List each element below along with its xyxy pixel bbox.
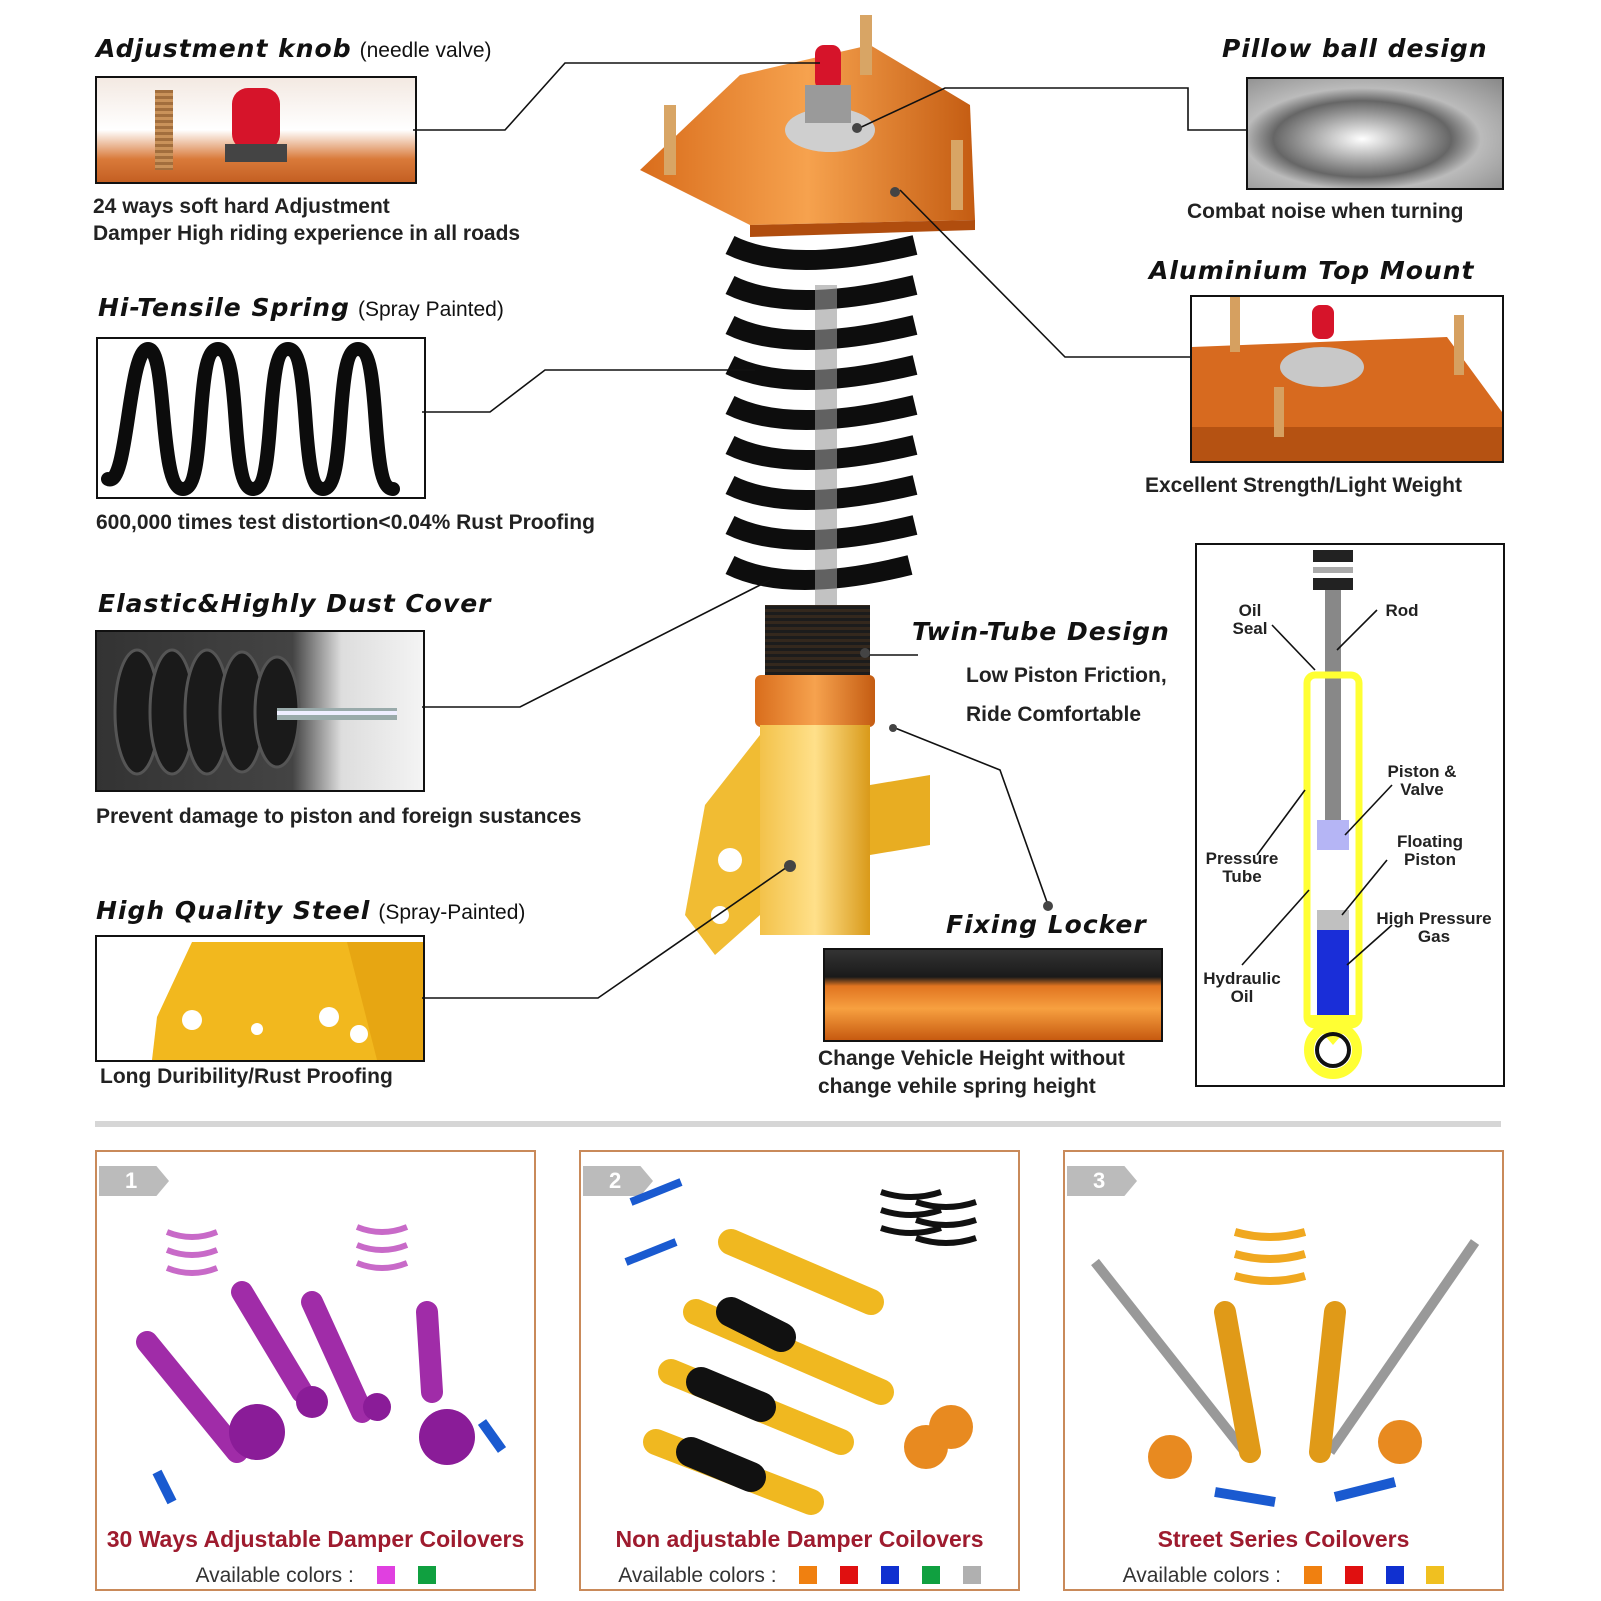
color-swatch-orange[interactable] [799,1566,818,1584]
twin-tube-title: Twin-Tube Design [912,617,1170,646]
available-colors: Available colors : [1065,1564,1502,1588]
steel-bracket-icon [152,942,423,1060]
fixing-locker-caption-2: change vehile spring height [818,1075,1096,1098]
top-mount-caption: Excellent Strength/Light Weight [1145,474,1462,497]
fixing-locker-photo [823,948,1163,1042]
oil-seal-label: Oil Seal [1232,601,1268,638]
available-colors: Available colors : [581,1564,1018,1588]
color-swatch-red[interactable] [1344,1566,1363,1584]
spring-title: Hi-Tensile Spring(Spray Painted) [98,293,504,322]
pillow-ball-photo [1246,77,1504,190]
top-mount-photo [1190,295,1504,463]
rod-label: Rod [1385,601,1419,620]
twin-tube-diagram: Oil Seal Rod Piston & Valve Pressure Tub… [1195,543,1505,1087]
product-card-1[interactable]: 1 30 Ways Adjustable Damper Coilovers Av… [95,1150,536,1591]
adjustment-knob-caption-1: 24 ways soft hard Adjustment [93,195,390,218]
color-swatch-green[interactable] [417,1566,436,1584]
dust-cover-photo [95,630,425,792]
fixing-locker-caption-1: Change Vehicle Height without [818,1047,1125,1070]
top-mount-title: Aluminium Top Mount [1149,256,1475,285]
product-title: 30 Ways Adjustable Damper Coilovers [106,1526,525,1552]
color-swatch-gray[interactable] [962,1566,981,1584]
coilover-illustration [640,15,975,955]
dust-cover-title: Elastic&Highly Dust Cover [98,589,492,618]
coil-spring-icon [101,341,400,497]
color-swatch-orange[interactable] [1303,1566,1322,1584]
product-title: Non adjustable Damper Coilovers [615,1526,984,1552]
hydraulic-oil-label: Hydraulic Oil [1203,969,1281,1006]
section-divider [95,1121,1501,1127]
floating-piston-label: Floating Piston [1396,832,1464,869]
product-card-2[interactable]: 2 Non adjustable Damper Coilovers Availa… [579,1150,1020,1591]
pressure-tube-label: Pressure Tube [1205,849,1279,886]
color-swatch-blue[interactable] [1385,1566,1404,1584]
steel-photo [95,935,425,1062]
color-swatch-pink[interactable] [376,1566,395,1584]
piston-valve-label: Piston & Valve [1387,762,1457,799]
high-pressure-gas-label: High Pressure Gas [1376,909,1492,946]
fixing-locker-title: Fixing Locker [946,910,1147,939]
street-coilover-kit-icon [1091,1228,1480,1507]
adjustment-knob-caption-2: Damper High riding experience in all roa… [93,222,521,245]
pillow-ball-title: Pillow ball design [1222,34,1488,63]
spring-caption: 600,000 times test distortion<0.04% Rust… [96,511,595,534]
product-number-badge: 1 [99,1166,169,1196]
steel-title: High Quality Steel(Spray-Painted) [96,896,526,925]
shock-cutaway-icon [1241,550,1393,1079]
spring-photo [96,337,426,499]
pillow-ball-caption: Combat noise when turning [1187,200,1464,223]
product-title: Street Series Coilovers [1157,1526,1410,1552]
available-colors: Available colors : [97,1564,534,1588]
color-swatch-green[interactable] [921,1566,940,1584]
twin-tube-caption-1: Low Piston Friction, [966,664,1167,687]
adjustment-knob-title: Adjustment knob(needle valve) [96,34,492,63]
color-swatch-yellow[interactable] [1426,1566,1445,1584]
gold-coilover-kit-icon [624,1178,977,1515]
needle-valve-icon [155,88,287,170]
purple-coilover-kit-icon [136,1224,507,1505]
steel-caption: Long Duribility/Rust Proofing [100,1065,393,1088]
color-swatch-blue[interactable] [881,1566,900,1584]
product-number-badge: 3 [1067,1166,1137,1196]
top-mount-icon [1192,297,1502,461]
product-number-badge: 2 [583,1166,653,1196]
dust-cover-caption: Prevent damage to piston and foreign sus… [96,805,582,828]
color-swatch-red[interactable] [840,1566,859,1584]
adjustment-knob-photo [95,76,417,184]
product-card-3[interactable]: 3 Street Series Coilovers Available colo… [1063,1150,1504,1591]
twin-tube-caption-2: Ride Comfortable [966,703,1142,726]
bellows-icon [113,648,397,776]
